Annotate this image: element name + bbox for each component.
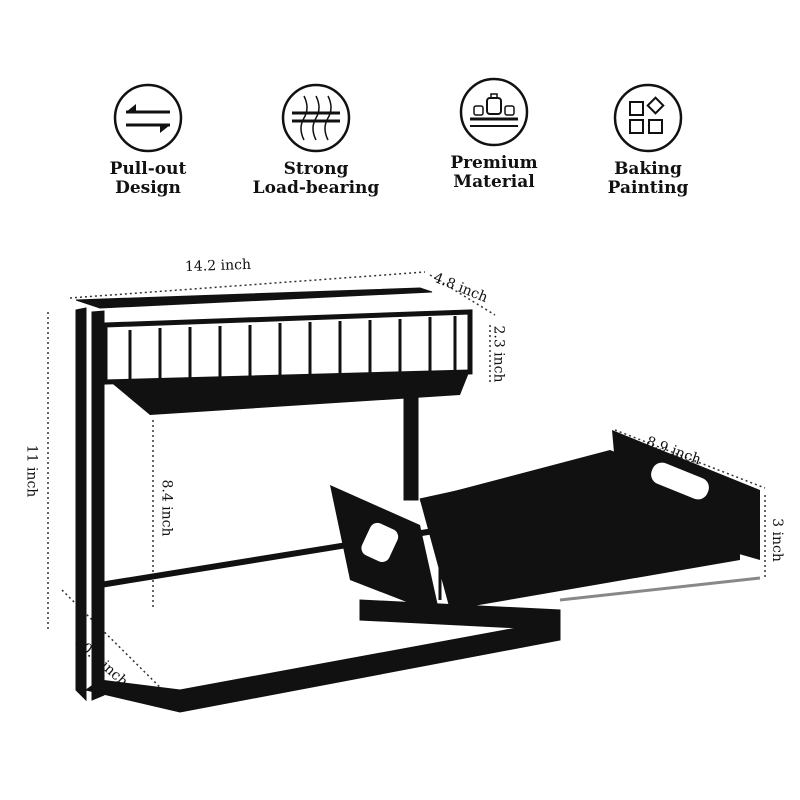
frame [75,287,561,713]
dimension-clearance: 8.4 inch [158,479,175,537]
dimension-top-height: 2.3 inch [490,325,507,383]
dimension-total-height: 11 inch [23,444,40,498]
pull-out-arrows-icon [113,83,183,153]
baking-painting-icon [613,83,683,153]
load-bearing-icon [281,83,351,153]
top-basket [102,309,473,415]
pull-out-drawer [330,430,761,615]
dimension-width: 14.2 inch [184,256,252,276]
dimension-lines [47,271,766,713]
dimension-drawer-height: 3 inch [768,518,785,562]
premium-material-icon [459,77,529,147]
